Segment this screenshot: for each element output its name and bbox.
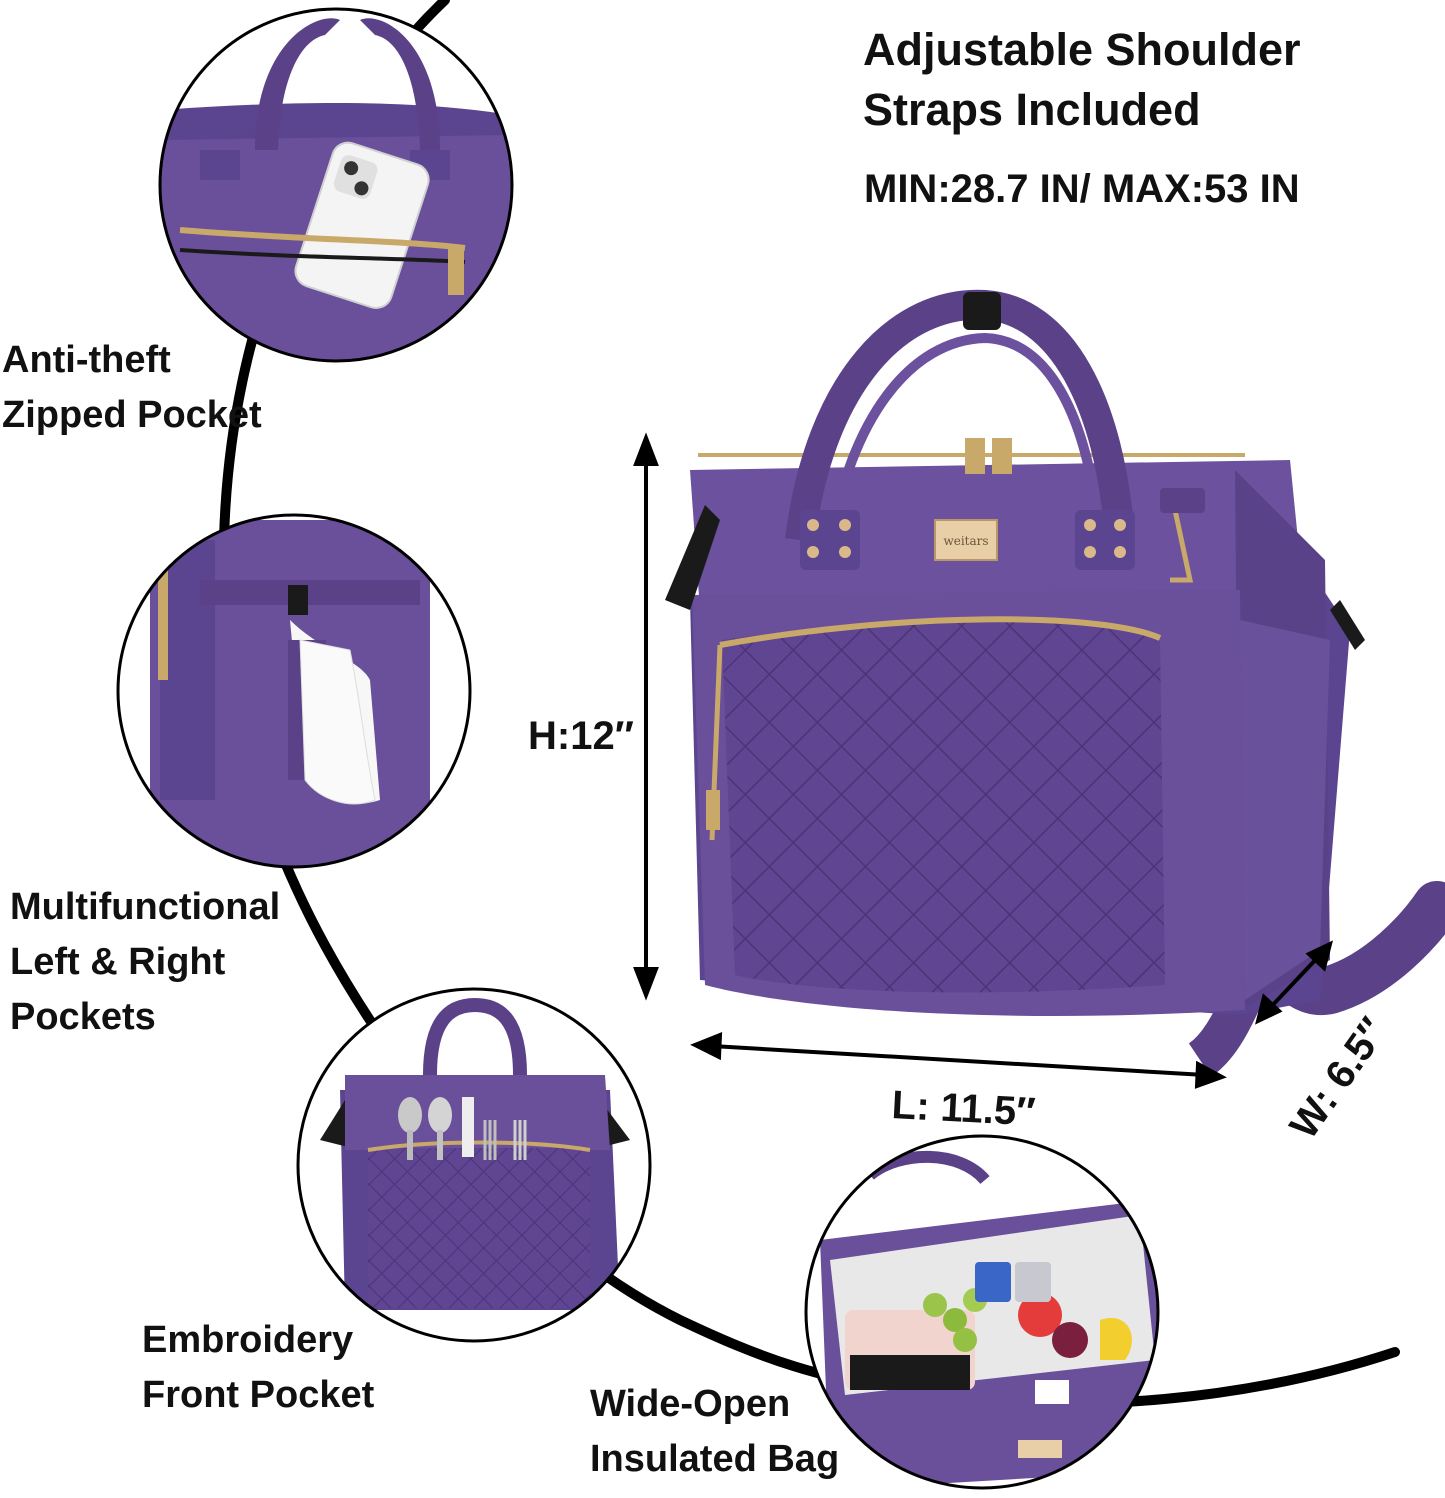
strap-length-range: MIN:28.7 IN/ MAX:53 IN xyxy=(864,167,1300,211)
inset-anti-theft xyxy=(158,7,514,363)
feature-label-anti-theft: Anti-theft Zipped Pocket xyxy=(2,339,262,437)
inset-insulated xyxy=(804,1134,1160,1490)
main-bag-illustration xyxy=(665,289,1445,1077)
inset-side-pockets xyxy=(116,513,472,869)
feature-label-front-pocket: Embroidery Front Pocket xyxy=(142,1319,375,1417)
feature-label-insulated: Wide-Open Insulated Bag xyxy=(590,1383,840,1481)
dimension-arrows xyxy=(633,432,1333,1089)
dimension-length: L: 11.5″ xyxy=(890,1083,1037,1135)
brand-plate-text: weitars xyxy=(943,534,988,548)
inset-front-pocket xyxy=(296,987,652,1343)
dimension-height: H:12″ xyxy=(528,714,634,758)
headline-title: Adjustable Shoulder Straps Included xyxy=(863,24,1301,136)
feature-label-side-pockets: Multifunctional Left & Right Pockets xyxy=(10,886,281,1039)
